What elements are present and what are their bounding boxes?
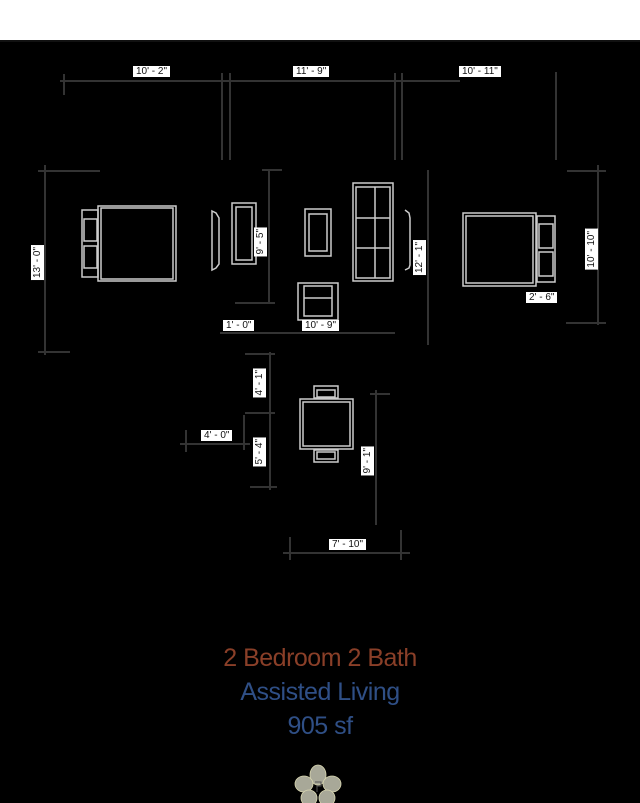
- unit-type-title: 2 Bedroom 2 Bath: [223, 644, 417, 672]
- dim-left-bedroom: 13' - 0": [31, 245, 44, 281]
- dim-bath-upper: 4' - 1": [253, 368, 266, 398]
- header-bar: [0, 0, 640, 42]
- unit-category: Assisted Living: [240, 678, 400, 706]
- unit-area: 905 sf: [287, 712, 353, 740]
- dim-living-height: 9' - 5": [254, 227, 267, 257]
- dim-top-right: 10' - 11": [459, 66, 501, 77]
- dim-top-middle: 11' - 9": [293, 66, 330, 77]
- dim-bath-width: 4' - 0": [201, 430, 233, 441]
- dim-living-width: 10' - 9": [302, 320, 340, 331]
- dim-closet-width: 1' - 0": [223, 320, 255, 331]
- dim-nightstand: 2' - 6": [526, 292, 558, 303]
- dim-bath-lower: 5' - 4": [253, 437, 266, 467]
- floor-plan: [38, 72, 606, 560]
- flower-logo-icon: [294, 764, 342, 803]
- dim-right-bedroom: 10' - 10": [585, 229, 598, 270]
- dim-top-left: 10' - 2": [133, 66, 171, 77]
- dim-kitchen-height: 12' - 1": [413, 240, 426, 276]
- dim-dining-width: 7' - 10": [329, 539, 367, 550]
- dim-dining-height: 9' - 1": [361, 446, 374, 476]
